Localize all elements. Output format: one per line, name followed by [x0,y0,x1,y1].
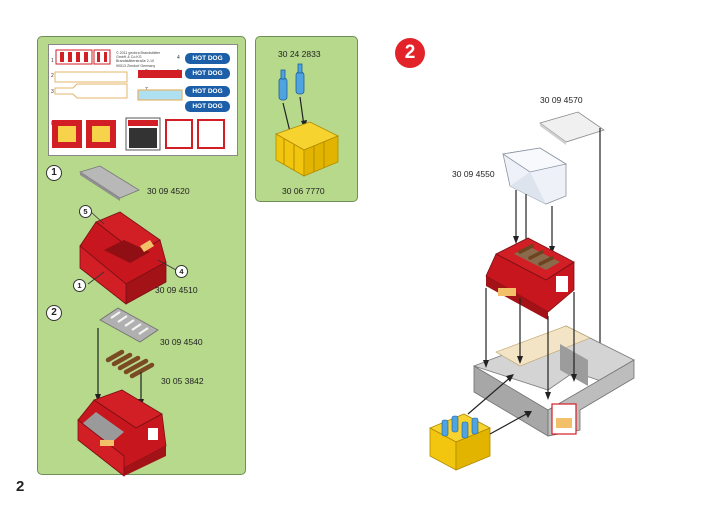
hotdog-sticker: HOT DOG [185,53,230,64]
step-badge: 2 [395,38,425,68]
sticker-number: 2 [51,73,54,79]
part-number-counter: 30 09 4510 [155,285,198,295]
callout-5: 5 [79,205,92,218]
copyright-notice: © 2011 geobra Brandstätter GmbH & Co.KG … [116,51,161,68]
hotdog-sticker: HOT DOG [185,68,230,79]
part-number-crate: 30 06 7770 [282,186,325,196]
substep-2-number: 2 [46,305,62,321]
crate-illustration [275,63,339,177]
sticker-number: 1 [51,58,54,64]
sticker-artwork [52,49,225,151]
part-number-roof-panel: 30 09 4570 [540,95,583,105]
part-number-roof-plate: 30 09 4520 [147,186,190,196]
substep1-illustration [79,165,177,305]
hotdog-sticker: HOT DOG [185,101,230,112]
part-number-canopy: 30 09 4550 [452,169,495,179]
callout-1: 1 [73,279,86,292]
part-number-bottles: 30 24 2833 [278,49,321,59]
callout-4: 4 [175,265,188,278]
substep2-illustration [77,307,167,477]
substep-1-number: 1 [46,165,62,181]
part-number-sausages: 30 05 3842 [161,376,204,386]
part-number-grill-rack: 30 09 4540 [160,337,203,347]
sticker-number: 3 [51,89,54,95]
sticker-number: 4 [177,55,180,61]
hotdog-sticker: HOT DOG [185,86,230,97]
page-number: 2 [16,478,25,495]
main-assembly-illustration [429,111,635,471]
